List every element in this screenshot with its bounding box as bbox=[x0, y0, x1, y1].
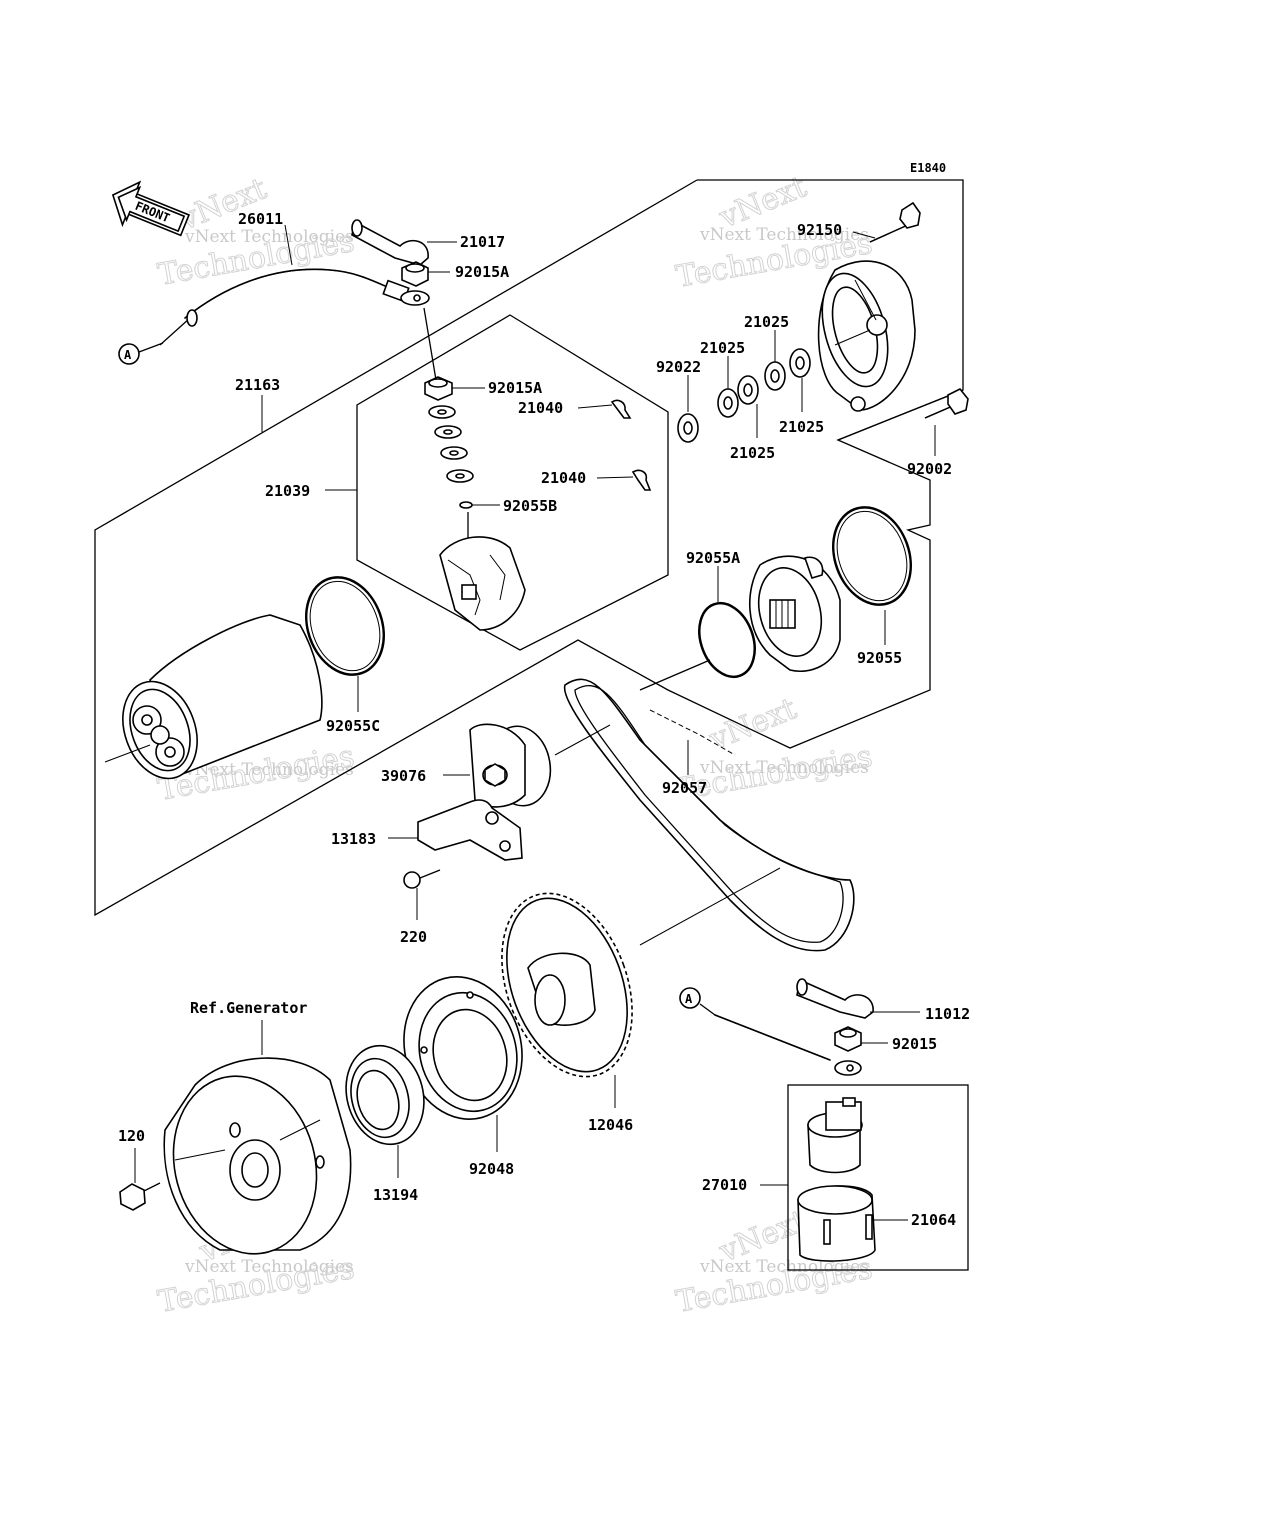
starter-cable bbox=[159, 268, 430, 346]
washers-21025 bbox=[677, 348, 811, 443]
label-39076: 39076 bbox=[381, 767, 426, 785]
label-13194: 13194 bbox=[373, 1186, 418, 1204]
brush-holder-plate bbox=[439, 512, 526, 631]
clutch-housing-92048 bbox=[403, 976, 523, 1120]
bolt-92150 bbox=[869, 201, 921, 243]
o-ring-92055 bbox=[832, 506, 912, 606]
label-92150: 92150 bbox=[797, 221, 842, 239]
label-92055A: 92055A bbox=[686, 549, 740, 567]
svg-text:A: A bbox=[685, 992, 693, 1006]
label-21064: 21064 bbox=[911, 1211, 956, 1229]
label-120: 120 bbox=[118, 1127, 145, 1145]
label-92015: 92015 bbox=[892, 1035, 937, 1053]
idle-gear-39076 bbox=[469, 723, 552, 808]
nut-92015 bbox=[834, 1026, 862, 1052]
svg-text:A: A bbox=[124, 348, 132, 362]
label-27010: 27010 bbox=[702, 1176, 747, 1194]
label-21025-d: 21025 bbox=[730, 444, 775, 462]
label-92002: 92002 bbox=[907, 460, 952, 478]
insulator-washers bbox=[428, 405, 474, 483]
label-21025-b: 21025 bbox=[700, 339, 745, 357]
bolt-92002 bbox=[924, 387, 969, 419]
starter-chain-92057 bbox=[563, 678, 855, 952]
brush-21040-a bbox=[610, 399, 632, 419]
starter-motor-body bbox=[122, 614, 323, 780]
svg-text:vNext Technologies: vNext Technologies bbox=[699, 225, 869, 245]
label-26011: 26011 bbox=[238, 210, 283, 228]
svg-text:vNext Technologies: vNext Technologies bbox=[184, 760, 354, 780]
label-21040-b: 21040 bbox=[541, 469, 586, 487]
label-ref-generator: Ref.Generator bbox=[190, 999, 307, 1017]
part-labels: 26011 21017 92015A 21163 92015A 21040 21… bbox=[118, 210, 970, 1229]
o-ring-92055C bbox=[305, 576, 385, 676]
label-92057: 92057 bbox=[662, 779, 707, 797]
o-ring-92055B bbox=[459, 501, 473, 509]
label-11012: 11012 bbox=[925, 1005, 970, 1023]
svg-text:vNext Technologies: vNext Technologies bbox=[184, 1257, 354, 1277]
svg-text:vNext Technologies: vNext Technologies bbox=[699, 758, 869, 778]
label-92015A-top: 92015A bbox=[455, 263, 509, 281]
relay-cable bbox=[714, 1014, 862, 1076]
terminal-boot-21017 bbox=[351, 219, 429, 266]
label-21025-c: 21025 bbox=[779, 418, 824, 436]
label-21163: 21163 bbox=[235, 376, 280, 394]
nut-92015A-mid bbox=[424, 376, 453, 401]
bracket-13183 bbox=[417, 799, 523, 861]
starter-rear-cover bbox=[817, 260, 916, 412]
terminal-boot-11012 bbox=[796, 978, 874, 1019]
generator-rotor bbox=[163, 1057, 352, 1255]
one-way-clutch-13194 bbox=[345, 1044, 425, 1146]
front-arrow-icon: FRONT bbox=[111, 180, 191, 237]
label-92055: 92055 bbox=[857, 649, 902, 667]
label-21025-a: 21025 bbox=[744, 313, 789, 331]
bolt-120 bbox=[119, 1182, 161, 1211]
brush-holder-outline bbox=[356, 314, 669, 651]
svg-text:vNext Technologies: vNext Technologies bbox=[184, 227, 354, 247]
connector-a-top: A bbox=[118, 342, 164, 365]
brush-21040-b bbox=[631, 469, 652, 491]
svg-text:vNext: vNext bbox=[704, 691, 801, 758]
sprocket-12046 bbox=[501, 892, 633, 1078]
starter-front-cover bbox=[748, 555, 841, 672]
label-92048: 92048 bbox=[469, 1160, 514, 1178]
label-92055C: 92055C bbox=[326, 717, 380, 735]
nut-92015A-top bbox=[401, 261, 429, 287]
label-92015A-mid: 92015A bbox=[488, 379, 542, 397]
label-12046: 12046 bbox=[588, 1116, 633, 1134]
label-21040-a: 21040 bbox=[518, 399, 563, 417]
label-21017: 21017 bbox=[460, 233, 505, 251]
starter-relay-body bbox=[807, 1097, 863, 1174]
label-13183: 13183 bbox=[331, 830, 376, 848]
starter-relay-outline bbox=[787, 1084, 969, 1271]
svg-text:Technologies: Technologies bbox=[673, 739, 875, 808]
label-92055B: 92055B bbox=[503, 497, 557, 515]
label-92022: 92022 bbox=[656, 358, 701, 376]
o-ring-92055A bbox=[698, 601, 756, 679]
leader-lines bbox=[104, 224, 936, 1221]
diagram-code: E1840 bbox=[910, 161, 946, 175]
screw-220 bbox=[403, 869, 441, 889]
relay-cover-21064 bbox=[797, 1185, 876, 1262]
label-220: 220 bbox=[400, 928, 427, 946]
label-21039: 21039 bbox=[265, 482, 310, 500]
connector-a-bottom: A bbox=[679, 987, 716, 1016]
svg-text:vNext Technologies: vNext Technologies bbox=[699, 1257, 869, 1277]
